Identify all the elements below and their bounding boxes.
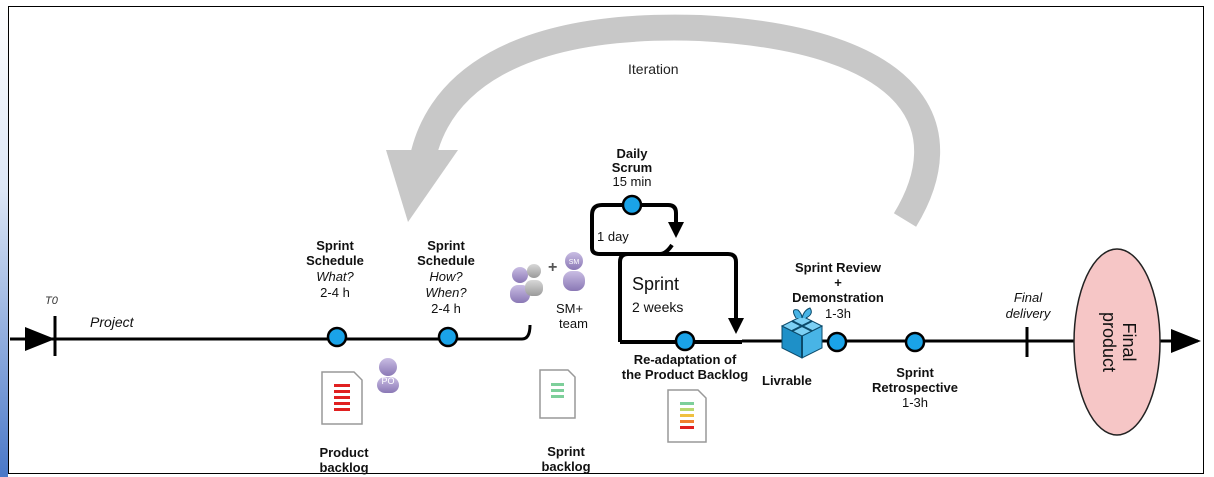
left-accent-bar xyxy=(0,0,8,477)
milestone-retrospective xyxy=(904,331,926,353)
schedule1-duration: 2-4 h xyxy=(320,285,350,300)
review-label-3: Demonstration xyxy=(792,290,884,305)
daily-scrum-duration: 15 min xyxy=(612,174,651,189)
sprint-duration: 2 weeks xyxy=(632,299,683,315)
sprint-backlog-label-1: Sprint xyxy=(547,444,585,459)
milestone-review xyxy=(826,331,848,353)
diagram-border xyxy=(8,6,1204,474)
schedule1-question: What? xyxy=(316,269,354,284)
schedule1-title: Sprint xyxy=(316,238,354,253)
review-duration: 1-3h xyxy=(825,306,851,321)
sm-badge: SM xyxy=(569,259,580,266)
team-persona-icon xyxy=(510,264,543,303)
final-delivery-label-1: Final xyxy=(1014,290,1043,305)
sm-persona-icon xyxy=(563,252,585,291)
livrable-label: Livrable xyxy=(762,373,812,388)
milestone-daily-scrum xyxy=(621,194,643,216)
product-backlog-label-1: Product xyxy=(319,445,369,460)
milestone-sprint-schedule-how xyxy=(437,326,459,348)
schedule2-duration: 2-4 h xyxy=(431,301,461,316)
readapted-backlog-document-icon xyxy=(667,389,707,443)
timeline xyxy=(10,324,1201,353)
review-label-1: Sprint Review xyxy=(795,260,882,275)
project-label: Project xyxy=(90,314,135,330)
milestones xyxy=(326,194,926,353)
sprint-label: Sprint xyxy=(632,274,679,294)
daily-scrum-title: Daily xyxy=(616,146,648,161)
schedule2-title: Sprint xyxy=(427,238,465,253)
iteration-arrow xyxy=(386,14,940,227)
final-product-label-1: Final xyxy=(1119,322,1139,361)
readapt-label-2: the Product Backlog xyxy=(622,367,748,382)
schedule2-question-1: How? xyxy=(429,269,463,284)
final-delivery-label-2: delivery xyxy=(1006,306,1052,321)
milestone-readaptation xyxy=(674,330,696,352)
t0-label: T0 xyxy=(45,295,59,307)
retro-duration: 1-3h xyxy=(902,395,928,410)
product-backlog-label-2: backlog xyxy=(319,460,368,475)
sprint-backlog-label-2: backlog xyxy=(541,459,590,474)
readapt-label-1: Re-adaptation of xyxy=(634,352,737,367)
schedule2-title-2: Schedule xyxy=(417,253,475,268)
review-label-2: + xyxy=(834,275,842,290)
one-day-label: 1 day xyxy=(597,229,629,244)
schedule2-question-2: When? xyxy=(425,285,467,300)
smteam-label-1: SM+ xyxy=(556,301,583,316)
smteam-label-2: team xyxy=(559,316,588,331)
plus-sign: + xyxy=(548,259,557,276)
sprint-loop xyxy=(618,252,744,344)
po-persona-icon xyxy=(377,358,399,393)
retro-label-1: Sprint xyxy=(896,365,934,380)
daily-scrum-title-2: Scrum xyxy=(612,160,652,175)
po-badge: PO xyxy=(381,376,394,386)
product-backlog-document-icon xyxy=(321,371,363,425)
iteration-label: Iteration xyxy=(628,61,679,77)
sprint-backlog-document-icon xyxy=(539,369,576,419)
schedule1-title-2: Schedule xyxy=(306,253,364,268)
final-product-ellipse xyxy=(1073,248,1161,436)
livrable-gift-icon xyxy=(780,307,824,359)
retro-label-2: Retrospective xyxy=(872,380,958,395)
final-product-label-2: product xyxy=(1099,312,1119,372)
milestone-sprint-schedule-what xyxy=(326,326,348,348)
